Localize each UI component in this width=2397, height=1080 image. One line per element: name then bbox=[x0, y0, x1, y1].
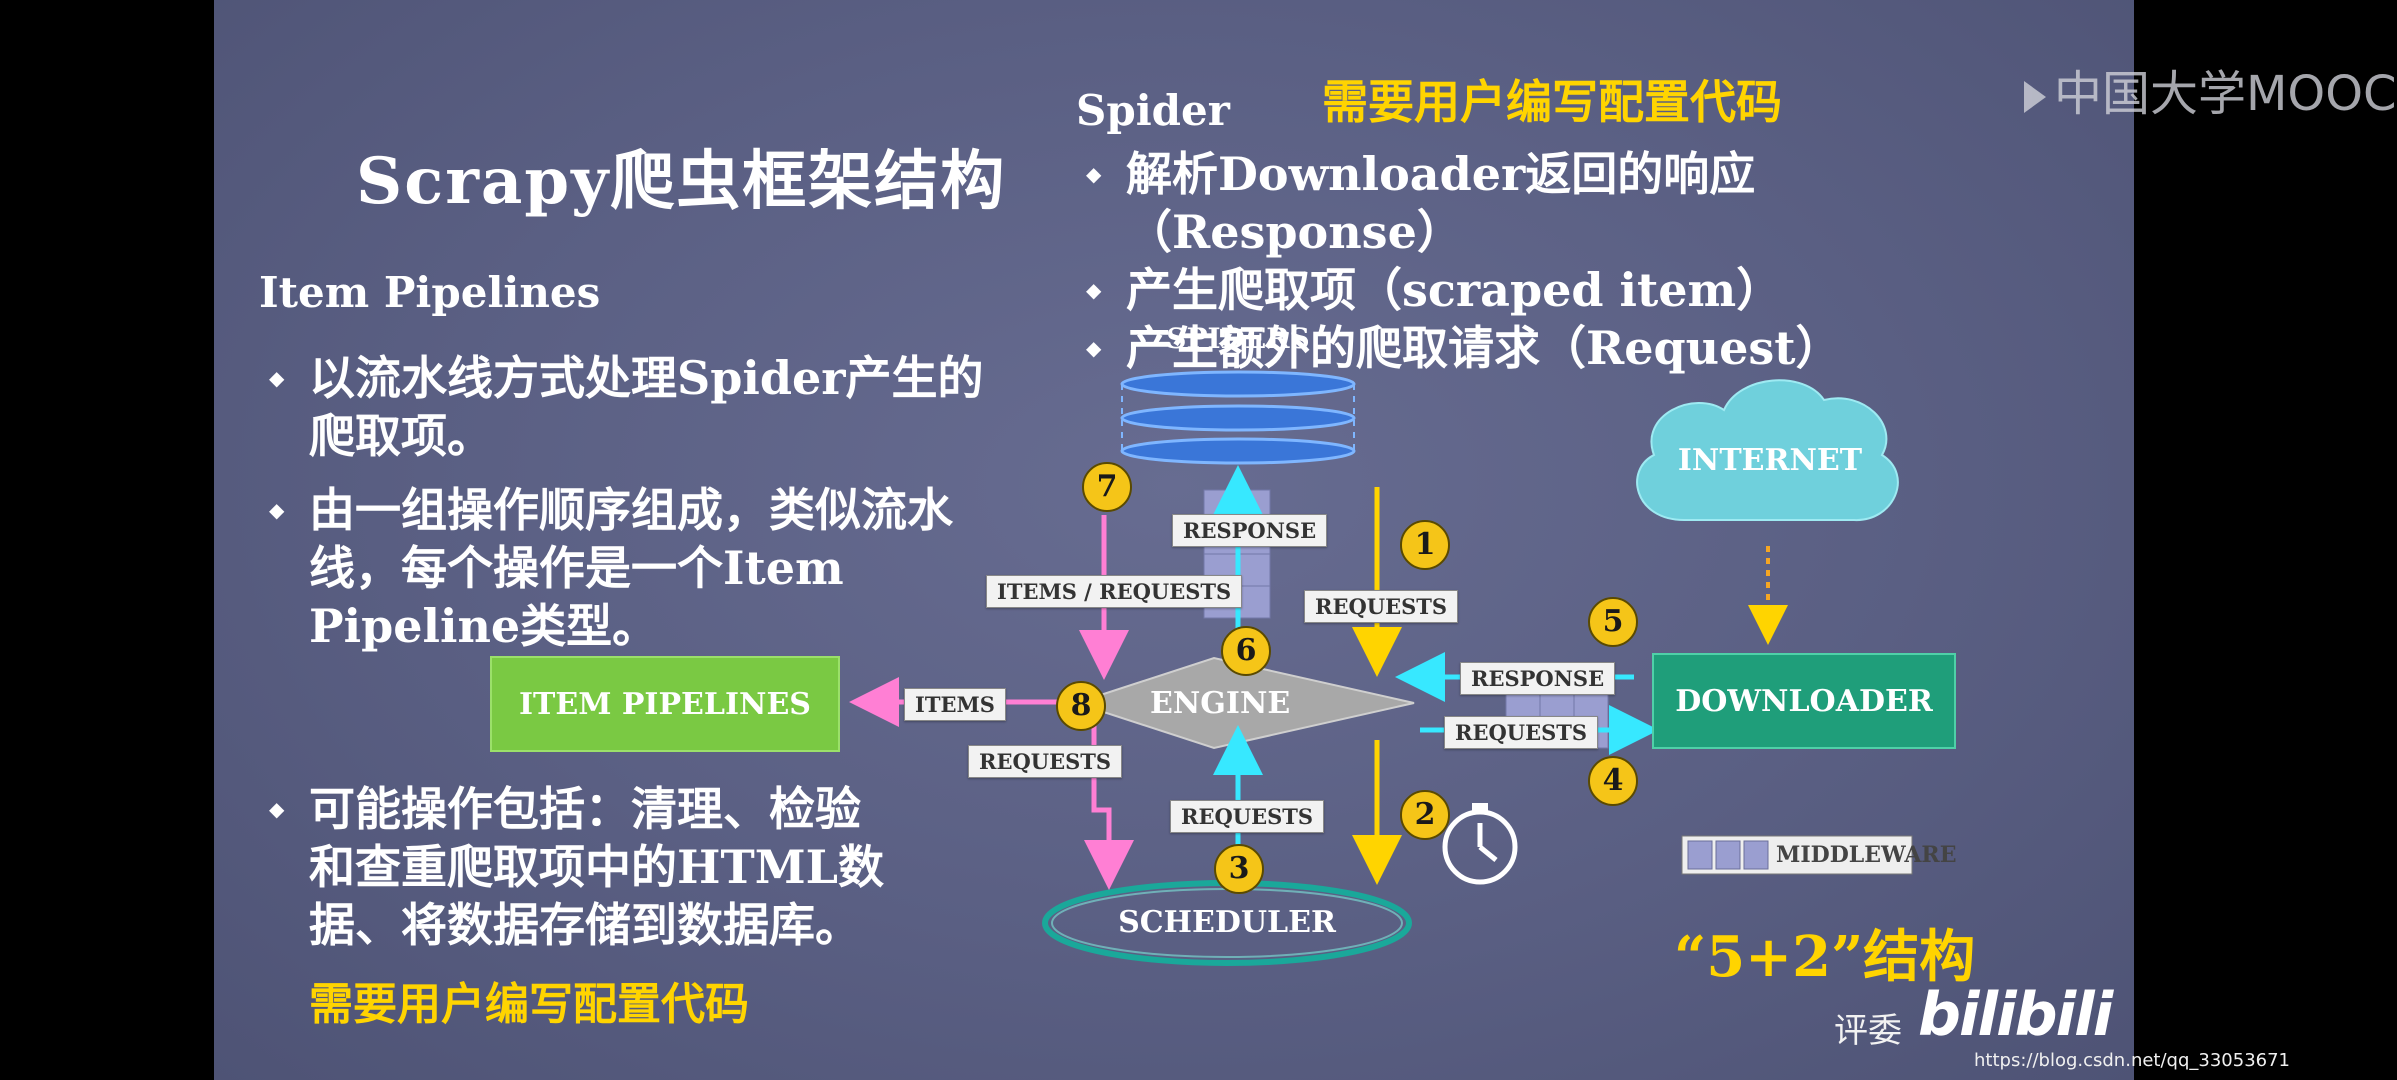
spider-heading: Spider bbox=[1076, 86, 1230, 135]
slide: Scrapy爬虫框架结构 Item Pipelines 以流水线方式处理Spid… bbox=[214, 0, 2397, 1080]
internet-cloud bbox=[1636, 379, 1899, 522]
spider-bullet-3: 产生额外的爬取请求（Request） bbox=[1076, 319, 2056, 377]
step-4: 4 bbox=[1588, 756, 1638, 806]
pipeline-bullet-1: 以流水线方式处理Spider产生的爬取项。 bbox=[259, 349, 999, 465]
step-5: 5 bbox=[1588, 597, 1638, 647]
requests-label-bottom: REQUESTS bbox=[1170, 800, 1325, 833]
step-3: 3 bbox=[1214, 844, 1264, 894]
pipelines-user-code-note: 需要用户编写配置代码 bbox=[309, 979, 749, 1030]
requests-label-left: REQUESTS bbox=[968, 745, 1123, 778]
step-7: 7 bbox=[1082, 462, 1132, 512]
pipeline-bullet-3: 可能操作包括：清理、检验和查重爬取项中的HTML数据、将数据存储到数据库。 bbox=[259, 780, 899, 954]
spider-bullet-2: 产生爬取项（scraped item） bbox=[1076, 261, 2056, 319]
spider-bullet-1: 解析Downloader返回的响应（Response） bbox=[1076, 145, 2056, 261]
spiders-node bbox=[1120, 370, 1356, 465]
step-2: 2 bbox=[1400, 790, 1450, 840]
item-pipelines-heading: Item Pipelines bbox=[259, 268, 601, 317]
spiders-label: SPIDERS bbox=[1166, 322, 1310, 355]
step-6: 6 bbox=[1221, 626, 1271, 676]
step-8: 8 bbox=[1056, 681, 1106, 731]
arrow-requests-to-scheduler bbox=[1084, 720, 1134, 890]
bilibili-logo: bilibili bbox=[1918, 980, 2113, 1050]
step-1: 1 bbox=[1400, 520, 1450, 570]
items-label: ITEMS bbox=[904, 688, 1006, 721]
scheduler-label: SCHEDULER bbox=[1118, 905, 1336, 940]
slide-title: Scrapy爬虫框架结构 bbox=[356, 144, 1007, 219]
pipeline-bullet-2: 由一组操作顺序组成，类似流水线，每个操作是一个Item Pipeline类型。 bbox=[259, 481, 999, 655]
item-pipelines-node: ITEM PIPELINES bbox=[490, 656, 840, 752]
structure-label: “5+2”结构 bbox=[1674, 924, 1976, 990]
play-icon bbox=[2024, 81, 2046, 113]
item-pipelines-bullets-bottom: 可能操作包括：清理、检验和查重爬取项中的HTML数据、将数据存储到数据库。 bbox=[259, 780, 899, 954]
downloader-node: DOWNLOADER bbox=[1652, 653, 1956, 749]
bilibili-prefix: 评委 bbox=[1834, 1011, 1902, 1051]
engine-label: ENGINE bbox=[1150, 686, 1291, 721]
middleware-legend-label: MIDDLEWARE bbox=[1776, 842, 1957, 868]
timer-icon bbox=[1442, 803, 1518, 885]
blog-url: https://blog.csdn.net/qq_33053671 bbox=[1974, 1050, 2291, 1071]
requests-label-right: REQUESTS bbox=[1444, 716, 1599, 749]
engine-node bbox=[1072, 656, 1415, 750]
response-label-top: RESPONSE bbox=[1172, 514, 1328, 547]
item-pipelines-bullets: 以流水线方式处理Spider产生的爬取项。 由一组操作顺序组成，类似流水线，每个… bbox=[259, 349, 999, 655]
response-label-right: RESPONSE bbox=[1460, 662, 1616, 695]
internet-label: INTERNET bbox=[1677, 443, 1863, 478]
spider-bullets: 解析Downloader返回的响应（Response） 产生爬取项（scrape… bbox=[1076, 145, 2056, 377]
requests-label-top: REQUESTS bbox=[1304, 590, 1459, 623]
mooc-watermark: 中国大学MOOC bbox=[2024, 54, 2397, 124]
items-requests-label: ITEMS / REQUESTS bbox=[986, 575, 1243, 608]
spider-user-code-note: 需要用户编写配置代码 bbox=[1322, 75, 1782, 129]
